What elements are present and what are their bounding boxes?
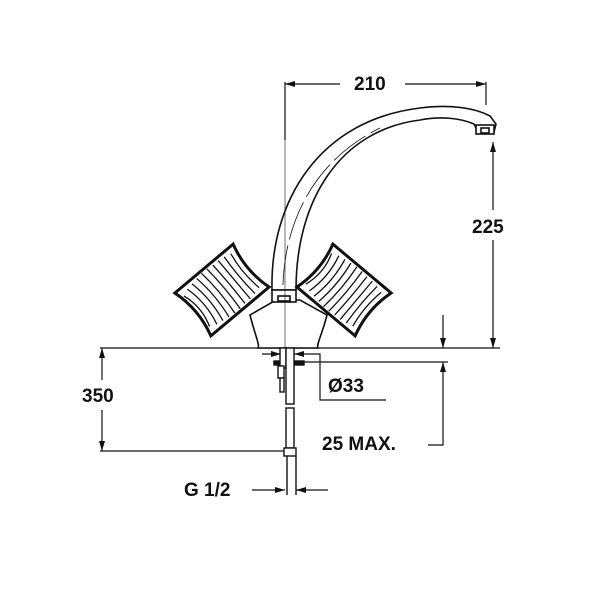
connection-thread-label: G 1/2 — [182, 480, 233, 501]
spout-reach-label: 210 — [352, 74, 388, 95]
right-handle — [294, 241, 394, 339]
hole-diameter-label: Ø33 — [326, 376, 366, 397]
diameter-leader — [312, 353, 386, 401]
left-handle — [172, 241, 272, 339]
faucet-body — [249, 100, 328, 360]
mounting-assembly — [273, 347, 305, 495]
spout-height-label: 225 — [470, 217, 506, 238]
max-counter-thickness-label: 25 MAX. — [320, 434, 398, 455]
under-counter-length-label: 350 — [80, 386, 116, 407]
spout — [271, 105, 497, 291]
thickness-leader — [428, 395, 444, 446]
